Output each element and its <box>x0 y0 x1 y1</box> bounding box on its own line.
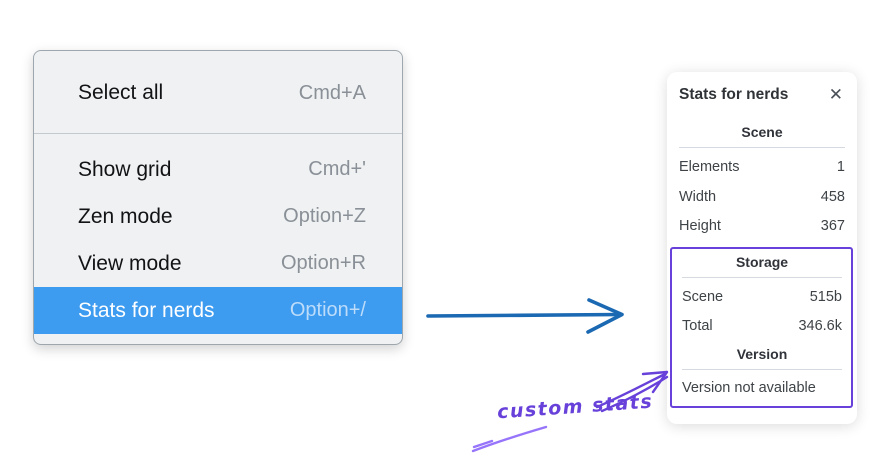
menu-item-stats-for-nerds[interactable]: Stats for nerds Option+/ <box>34 287 402 334</box>
stats-panel-header: Stats for nerds ✕ <box>679 86 845 104</box>
menu-item-shortcut: Option+R <box>280 252 366 274</box>
menu-item-show-grid[interactable]: Show grid Cmd+' <box>34 146 402 193</box>
stat-row-scene-storage: Scene 515b <box>682 283 842 313</box>
stat-row-height: Height 367 <box>679 212 845 242</box>
menu-item-label: View mode <box>78 251 182 275</box>
menu-item-shortcut: Option+/ <box>289 299 366 321</box>
context-menu: Select all Cmd+A Show grid Cmd+' Zen mod… <box>33 50 403 345</box>
menu-item-shortcut: Cmd+A <box>298 81 366 104</box>
divider <box>679 147 845 148</box>
menu-item-label: Select all <box>78 81 164 104</box>
stats-panel: Stats for nerds ✕ Scene Elements 1 Width… <box>667 72 857 424</box>
menu-item-zen-mode[interactable]: Zen mode Option+Z <box>34 193 402 240</box>
stat-label: Width <box>679 188 717 205</box>
stat-row-total-storage: Total 346.6k <box>682 312 842 342</box>
annotation-stroke <box>471 425 548 453</box>
stat-value: 367 <box>820 218 845 234</box>
menu-item-shortcut: Option+Z <box>283 205 366 227</box>
stat-label: Elements <box>679 159 740 175</box>
custom-stats-highlight-box: Storage Scene 515b Total 346.6k Version … <box>670 246 853 408</box>
menu-item-select-all[interactable]: Select all Cmd+A <box>34 67 402 119</box>
stat-label: Height <box>679 218 721 234</box>
menu-item-view-mode[interactable]: View mode Option+R <box>34 240 402 287</box>
flow-arrow <box>426 298 624 334</box>
section-header-scene: Scene <box>741 124 783 140</box>
stat-label: Scene <box>682 288 724 305</box>
menu-item-shortcut: Cmd+' <box>308 158 366 180</box>
menu-divider <box>34 133 402 134</box>
menu-item-label: Stats for nerds <box>78 298 215 322</box>
stat-label: Total <box>682 318 713 334</box>
version-section: Version Version not available <box>682 342 842 401</box>
stat-value: 346.6k <box>798 318 842 334</box>
stat-value: 515b <box>809 288 842 305</box>
stat-value: 1 <box>836 159 845 175</box>
stat-row-elements: Elements 1 <box>679 153 845 183</box>
stat-value: 458 <box>820 188 845 205</box>
close-icon[interactable]: ✕ <box>828 84 843 105</box>
annotation-custom-stats-label: custom stats <box>496 390 654 424</box>
menu-item-label: Zen mode <box>78 204 173 228</box>
divider <box>682 368 842 370</box>
section-header-version: Version <box>736 345 788 362</box>
scene-section: Scene Elements 1 Width 458 Height 367 <box>679 120 845 242</box>
stat-row-width: Width 458 <box>679 183 845 213</box>
menu-section: Show grid Cmd+' Zen mode Option+Z View m… <box>34 134 402 334</box>
version-note: Version not available <box>682 379 816 396</box>
stats-panel-title: Stats for nerds <box>679 86 789 103</box>
section-header-storage: Storage <box>735 253 789 270</box>
divider <box>682 276 842 278</box>
storage-section: Storage Scene 515b Total 346.6k <box>682 250 842 342</box>
menu-item-label: Show grid <box>78 157 172 181</box>
